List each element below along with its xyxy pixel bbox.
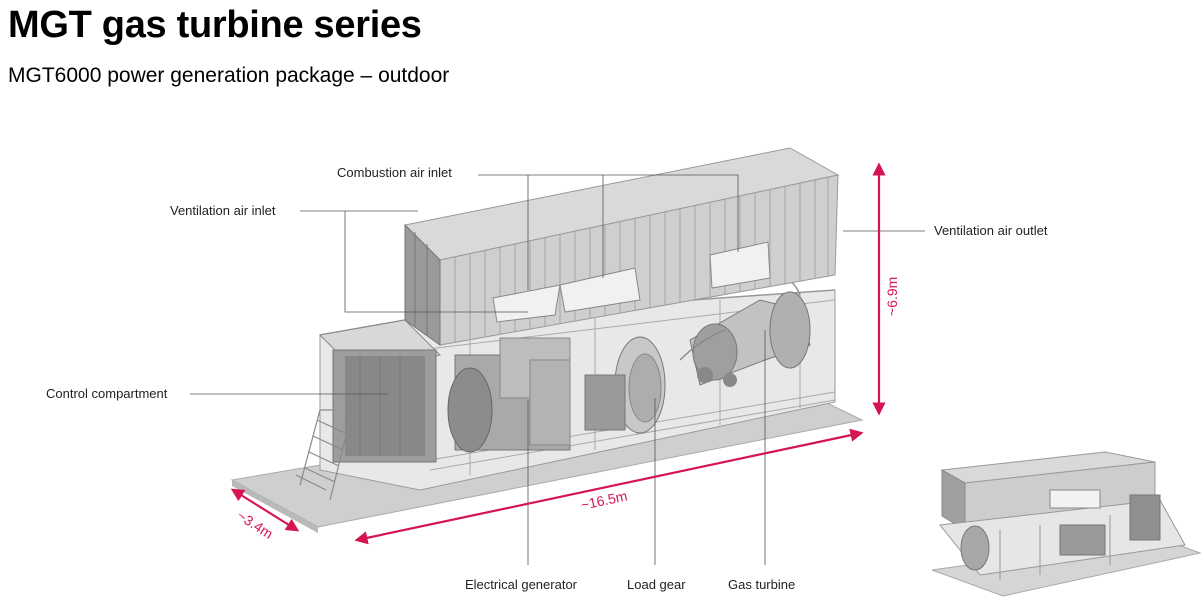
- access-stairs: [295, 409, 365, 501]
- label-ventilation-air-outlet: Ventilation air outlet: [934, 223, 1048, 238]
- label-ventilation-air-inlet: Ventilation air inlet: [170, 203, 276, 218]
- control-compartment-box: [318, 319, 442, 463]
- width-arrow: [230, 488, 300, 532]
- height-dimension: ~6.9m: [884, 277, 900, 316]
- ventilation-container: [403, 147, 840, 346]
- page-subtitle: MGT6000 power generation package – outdo…: [8, 64, 450, 87]
- label-combustion-air-inlet: Combustion air inlet: [337, 165, 452, 180]
- electrical-generator-body: [447, 337, 571, 453]
- label-control-compartment: Control compartment: [46, 386, 168, 401]
- load-gear-body: [584, 336, 666, 434]
- label-electrical-generator: Electrical generator: [465, 577, 578, 592]
- label-gas-turbine: Gas turbine: [728, 577, 795, 592]
- length-arrow: [354, 428, 864, 545]
- package-thumbnail: [931, 451, 1202, 597]
- page-title: MGT gas turbine series: [8, 4, 422, 46]
- label-load-gear: Load gear: [627, 577, 686, 592]
- gas-turbine-body: [679, 278, 811, 387]
